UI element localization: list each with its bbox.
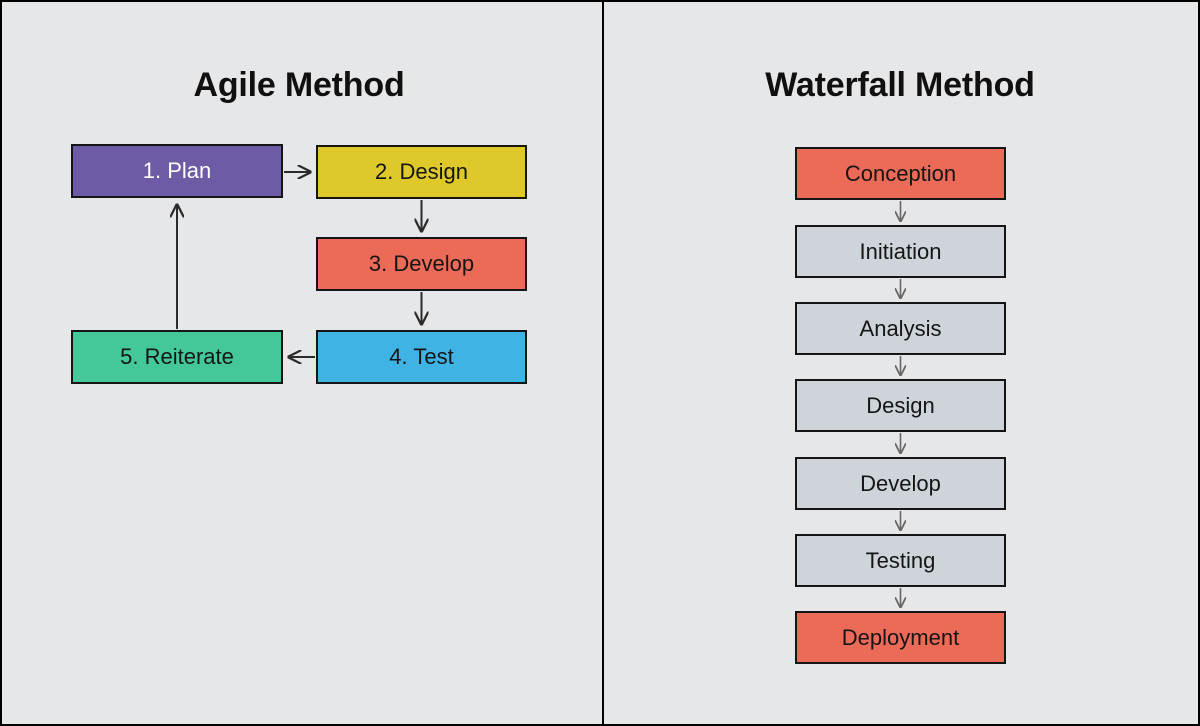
- agile-node-design[interactable]: 2. Design: [316, 145, 527, 199]
- waterfall-node-label-conception: Conception: [844, 160, 957, 186]
- panel-title-waterfall: Waterfall Method: [765, 66, 1035, 104]
- waterfall-node-testing[interactable]: Testing: [795, 534, 1006, 587]
- agile-node-plan[interactable]: 1. Plan: [71, 144, 283, 198]
- waterfall-node-initiation[interactable]: Initiation: [795, 225, 1006, 278]
- waterfall-node-label-testing: Testing: [865, 547, 936, 573]
- agile-node-develop[interactable]: 3. Develop: [316, 237, 527, 291]
- waterfall-node-deployment[interactable]: Deployment: [795, 611, 1006, 664]
- agile-node-label-design: 2. Design: [375, 159, 468, 184]
- panel-divider: [602, 2, 604, 724]
- waterfall-node-label-develop: Develop: [860, 470, 941, 496]
- waterfall-node-analysis[interactable]: Analysis: [795, 302, 1006, 355]
- waterfall-node-label-analysis: Analysis: [859, 315, 942, 341]
- agile-node-label-plan: 1. Plan: [142, 158, 212, 183]
- agile-node-test[interactable]: 4. Test: [316, 330, 527, 384]
- panel-title-agile: Agile Method: [193, 66, 405, 104]
- waterfall-node-develop[interactable]: Develop: [795, 457, 1006, 510]
- agile-node-label-test: 4. Test: [389, 344, 454, 369]
- waterfall-node-conception[interactable]: Conception: [795, 147, 1006, 200]
- waterfall-node-label-deployment: Deployment: [841, 624, 960, 650]
- waterfall-node-design[interactable]: Design: [795, 379, 1006, 432]
- waterfall-node-label-design: Design: [866, 392, 935, 418]
- waterfall-node-label-initiation: Initiation: [859, 238, 942, 264]
- agile-node-reiterate[interactable]: 5. Reiterate: [71, 330, 283, 384]
- agile-node-label-reiterate: 5. Reiterate: [120, 344, 234, 369]
- agile-node-label-develop: 3. Develop: [368, 251, 475, 276]
